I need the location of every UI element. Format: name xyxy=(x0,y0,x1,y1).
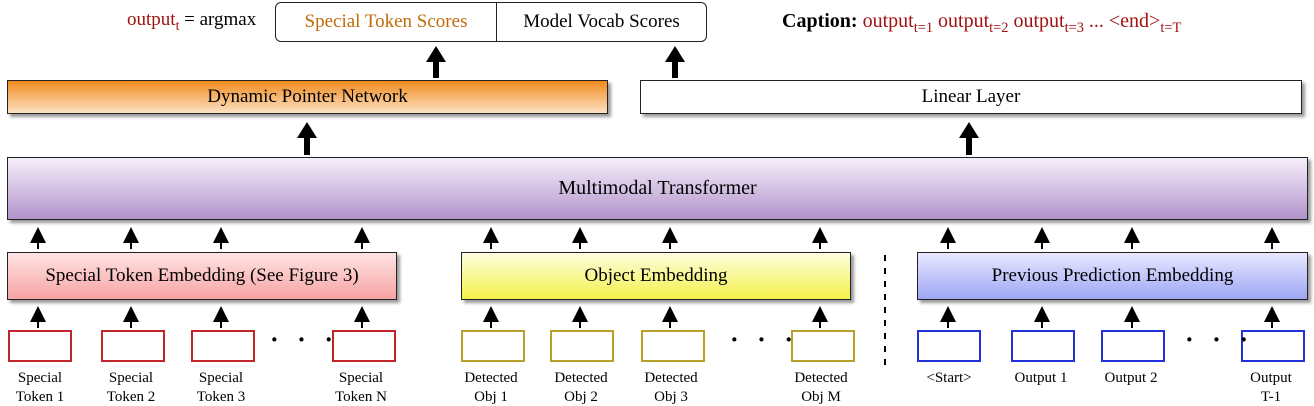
caption-end: <end>t=T xyxy=(1108,10,1182,37)
special-token-embedding: Special Token Embedding (See Figure 3) xyxy=(7,252,397,300)
previous-box-t-1 xyxy=(1241,330,1305,362)
dynamic-pointer-network: Dynamic Pointer Network xyxy=(7,80,608,114)
output-formula: outputt = argmax xyxy=(127,9,256,34)
previous-dots: · · · xyxy=(1185,325,1255,354)
output-word: output xyxy=(127,9,176,30)
argmax-text: = argmax xyxy=(179,9,257,30)
model-vocab-scores: Model Vocab Scores xyxy=(523,11,680,32)
caption-item-3: outputt=3 xyxy=(1013,10,1084,37)
special-token-box-2 xyxy=(101,330,165,362)
previous-label-1: Output 1 xyxy=(1014,370,1068,386)
arrow-to-pointer-network xyxy=(297,122,317,155)
input-arrows xyxy=(30,306,1280,328)
multimodal-transformer: Multimodal Transformer xyxy=(7,157,1308,220)
object-box-3 xyxy=(641,330,705,362)
caption-item-2: outputt=2 xyxy=(938,10,1009,37)
arrow-to-special-scores xyxy=(426,46,446,78)
output-subscript: t xyxy=(175,17,180,33)
linear-layer: Linear Layer xyxy=(640,80,1302,114)
previous-box-2 xyxy=(1101,330,1165,362)
object-embedding: Object Embedding xyxy=(461,252,851,300)
previous-prediction-embedding: Previous Prediction Embedding xyxy=(917,252,1308,300)
arrow-to-vocab-scores xyxy=(665,46,685,78)
object-box-m xyxy=(791,330,855,362)
big-arrows xyxy=(297,46,979,155)
caption-ellipsis: ... xyxy=(1088,10,1104,32)
previous-box-start xyxy=(917,330,981,362)
previous-label-start: <Start> xyxy=(926,370,972,386)
special-token-box-3 xyxy=(191,330,255,362)
special-dots: · · · xyxy=(270,325,340,354)
special-token-box-n xyxy=(332,330,396,362)
previous-label-2: Output 2 xyxy=(1104,370,1158,386)
embedding-arrows xyxy=(30,227,1280,249)
special-token-box-1 xyxy=(8,330,72,362)
arrow-to-linear-layer xyxy=(959,122,979,155)
caption-line: Caption: outputt=1 outputt=2 outputt=3 .… xyxy=(782,10,1181,37)
caption-label: Caption: xyxy=(782,10,858,32)
object-box-1 xyxy=(461,330,525,362)
caption-item-1: outputt=1 xyxy=(862,10,934,37)
object-box-2 xyxy=(550,330,614,362)
previous-box-1 xyxy=(1011,330,1075,362)
scores-box: Special Token Scores Model Vocab Scores xyxy=(275,2,707,42)
object-dots: · · · xyxy=(730,325,800,354)
special-token-scores: Special Token Scores xyxy=(276,3,497,41)
